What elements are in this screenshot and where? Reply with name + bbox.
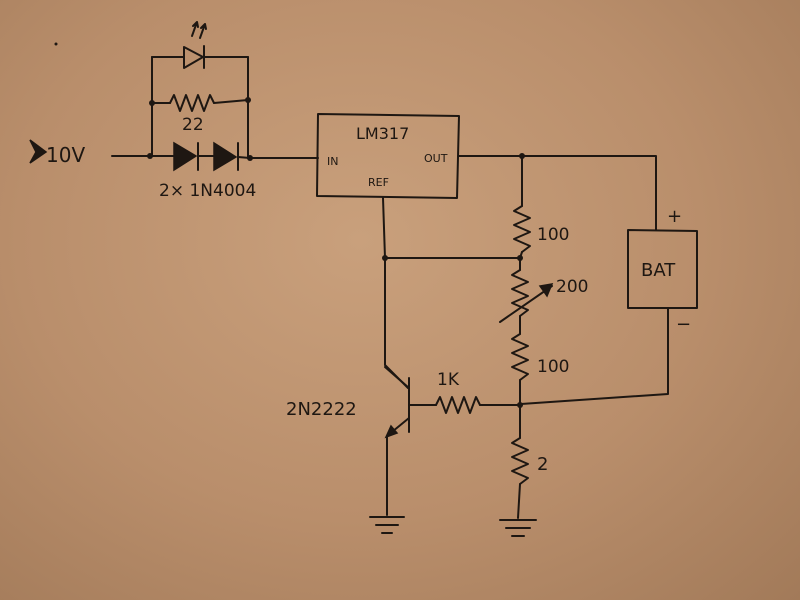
battery: BAT — [627, 229, 698, 309]
ground-icon — [499, 519, 537, 537]
divider-top-label: 100 — [537, 225, 569, 245]
transistor-label: 2N2222 — [286, 399, 357, 420]
divider-pot-label: 200 — [556, 277, 588, 297]
regulator-name: LM317 — [356, 124, 409, 143]
battery-minus: − — [676, 314, 691, 335]
battery-return-wire — [520, 307, 669, 405]
input-arrow-icon — [29, 139, 48, 164]
diode-icon — [173, 141, 199, 172]
sense-resistor-label: 2 — [537, 454, 548, 475]
input-terminal: 10V — [29, 139, 85, 167]
resistor-icon — [169, 94, 215, 112]
regulator-pin-ref: REF — [368, 176, 389, 189]
paper-speck — [54, 42, 58, 46]
regulator-pin-out: OUT — [424, 152, 448, 165]
battery-label: BAT — [641, 260, 676, 281]
ref-wire — [382, 197, 521, 259]
output-wire — [458, 155, 657, 231]
led-icon — [183, 21, 207, 69]
potentiometer-icon — [499, 269, 554, 323]
npn-transistor-icon — [384, 366, 410, 439]
divider-bottom-label: 100 — [537, 357, 569, 377]
resistor-icon — [435, 396, 481, 414]
input-voltage-label: 10V — [46, 143, 85, 167]
diodes-label: 2× 1N4004 — [159, 181, 256, 201]
bypass-network: 22 2× 1N4004 — [147, 21, 256, 201]
resistor-icon — [511, 333, 529, 381]
collector-wire — [384, 257, 409, 389]
battery-plus: + — [667, 206, 682, 227]
ground-icon — [369, 516, 405, 534]
bypass-resistor-label: 22 — [182, 115, 204, 135]
diode-icon — [213, 141, 239, 172]
base-resistor-label: 1K — [437, 370, 460, 390]
battery-icon — [627, 229, 698, 309]
resistor-icon — [513, 205, 531, 253]
lm317-regulator: LM317 IN OUT REF — [316, 113, 460, 199]
regulator-pin-in: IN — [327, 155, 338, 168]
resistor-icon — [511, 437, 529, 485]
